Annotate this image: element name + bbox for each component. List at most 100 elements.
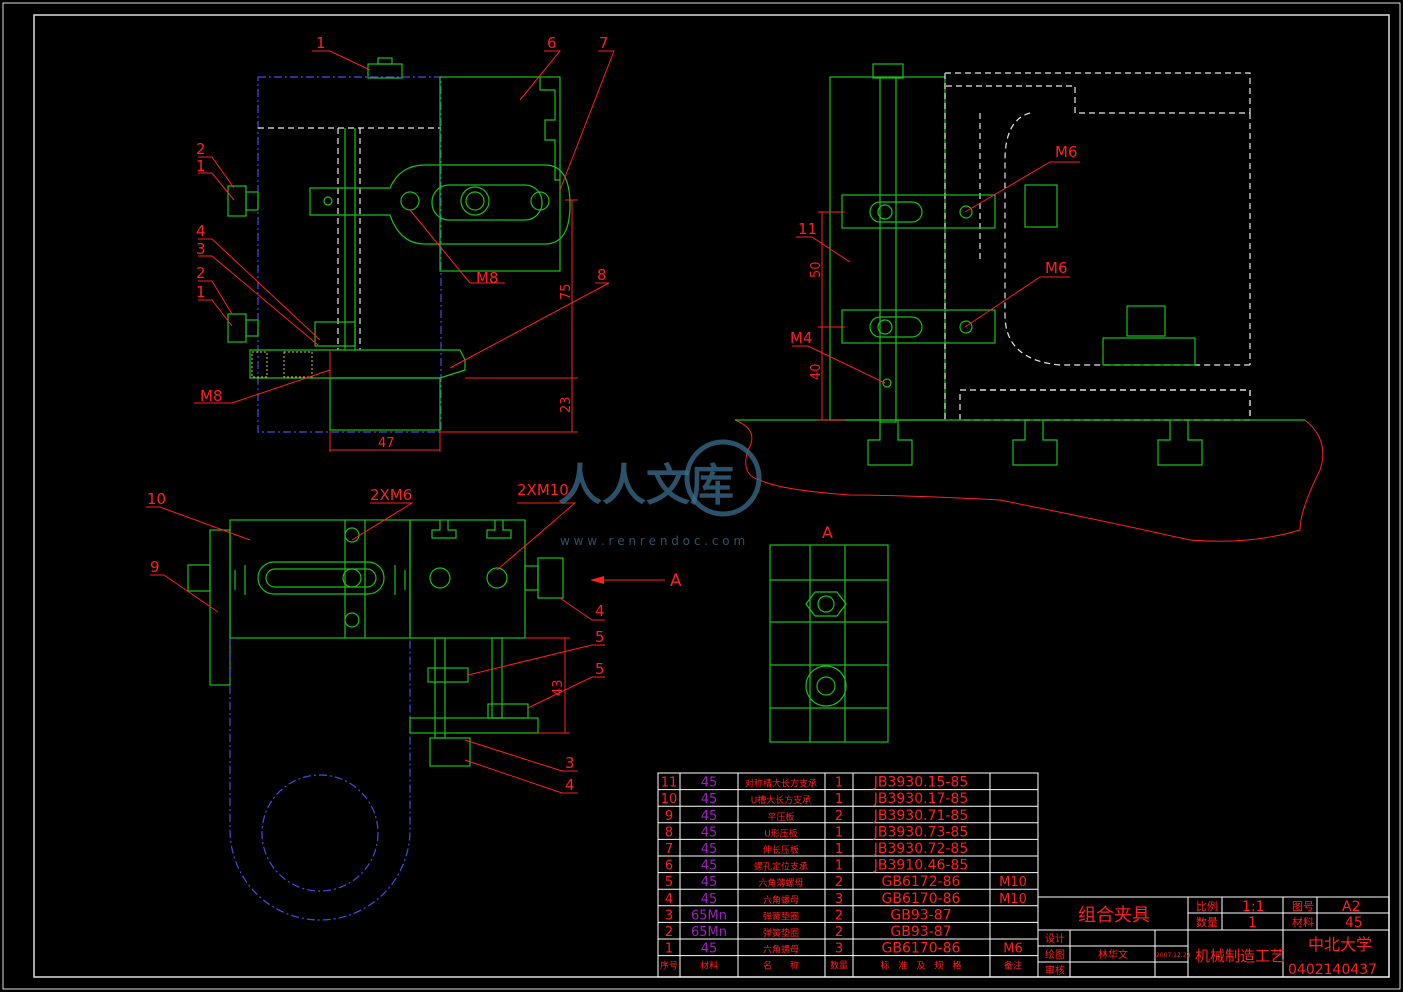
bom-cell-standard: JB3930.72-85	[873, 841, 969, 857]
bom-cell-qty: 1	[835, 792, 843, 807]
check-label: 审核	[1045, 964, 1065, 977]
bom-cell-no: 10	[661, 792, 678, 807]
bom-cell-material: 45	[701, 809, 718, 824]
support-11	[829, 76, 946, 421]
top-right-view	[734, 63, 1324, 542]
course-name: 机械制造工艺	[1195, 947, 1285, 965]
bom-cell-name: 平压板	[767, 811, 794, 823]
drawing-date: 2007.12.29	[1156, 952, 1191, 959]
bom-cell-standard: JB3930.71-85	[873, 808, 969, 824]
title-block: 组合夹具 比例 1:1 数量 1 图号 A2 材料 45 设计 绘图 审核 林华…	[1045, 899, 1377, 978]
label: 11	[798, 220, 817, 238]
label: 6	[547, 34, 557, 52]
bom-cell-qty: 3	[835, 942, 843, 957]
scale-value: 1:1	[1242, 899, 1265, 915]
bom-cell-name: 螺孔定位支承	[754, 861, 808, 873]
base-outline-blue	[257, 76, 442, 433]
top-right-labels: M6 M6 11 M4 50 40	[790, 143, 1078, 380]
label: 7	[599, 34, 609, 52]
bom-cell-qty: 2	[835, 875, 843, 890]
bom-cell-material: 45	[701, 942, 718, 957]
bom-cell-standard: GB6172-86	[882, 874, 961, 890]
top-left-view	[194, 50, 615, 452]
label: 5	[595, 628, 605, 646]
label: M6	[1045, 259, 1068, 277]
bom-header-qty: 数量	[830, 960, 848, 972]
bom-cell-name: 伸长压板	[763, 844, 799, 856]
bom-cell-standard: GB6170-86	[882, 941, 961, 957]
label: M4	[790, 329, 813, 347]
bom-cell-qty: 1	[835, 842, 843, 857]
bom-cell-no: 3	[665, 908, 673, 923]
dim: 50	[809, 261, 824, 278]
bom-cell-name: U槽大长方支承	[751, 794, 812, 806]
base-plate-break	[734, 419, 1324, 542]
bom-cell-material: 45	[701, 825, 718, 840]
label: 10	[147, 490, 166, 508]
designer-name: 林华文	[1098, 948, 1128, 961]
bottom-left-labels: 10 9 2XM6 2XM10 4 5 5 3 4 43 A	[147, 481, 682, 794]
bom-cell-no: 7	[665, 842, 673, 857]
label: 1	[316, 34, 326, 52]
dim: 40	[809, 363, 824, 380]
label: 8	[597, 266, 607, 284]
draw-label: 绘图	[1045, 948, 1065, 961]
label: 4	[196, 222, 206, 240]
bom-cell-material: 65Mn	[691, 925, 727, 940]
bom-cell-qty: 2	[835, 908, 843, 923]
label: M6	[1055, 143, 1078, 161]
bom-cell-qty: 1	[835, 776, 843, 791]
bom-cell-name: 六角薄螺母	[758, 877, 803, 889]
support-10	[229, 519, 411, 639]
bom-cell-note: M6	[1003, 942, 1023, 957]
bottom-left-view	[146, 502, 665, 921]
bom-cell-standard: JB3930.15-85	[873, 775, 969, 791]
label: 9	[150, 558, 160, 576]
label: 2	[196, 264, 206, 282]
bom-cell-material: 45	[701, 875, 718, 890]
bom-cell-qty: 3	[835, 892, 843, 907]
label: 2	[196, 140, 206, 158]
bom-cell-name: 六角螺母	[763, 894, 799, 906]
bom-cell-no: 9	[665, 809, 673, 824]
watermark-url: w w w . r e n r e n d o c . c o m	[560, 534, 745, 548]
bom-cell-standard: JB3930.17-85	[873, 791, 969, 807]
bom-header-no: 序号	[660, 960, 678, 972]
design-label: 设计	[1045, 932, 1065, 945]
view-a	[769, 544, 889, 743]
support-6	[439, 76, 561, 272]
qty-value: 1	[1248, 915, 1257, 931]
label: 4	[595, 602, 605, 620]
bom-cell-note: M10	[999, 892, 1027, 907]
bom-cell-no: 11	[661, 776, 678, 791]
view-a-title: A	[822, 523, 833, 542]
clamp-7	[309, 164, 571, 245]
bom-cell-standard: JB3910.46-85	[873, 858, 969, 874]
bom-cell-qty: 1	[835, 859, 843, 874]
bom-cell-standard: GB93-87	[890, 924, 951, 940]
bom-header-material: 材料	[700, 960, 718, 972]
dim: 47	[378, 436, 395, 451]
bom-cell-name: 弹簧垫圈	[763, 927, 799, 939]
bom-cell-material: 45	[701, 859, 718, 874]
bom-cell-standard: GB93-87	[890, 907, 951, 923]
bom-cell-material: 45	[701, 892, 718, 907]
bom-cell-note: M10	[999, 875, 1027, 890]
watermark-text: 人人文库	[558, 460, 734, 511]
bom-cell-qty: 1	[835, 825, 843, 840]
bom-cell-no: 5	[665, 875, 673, 890]
arrow-a-label: A	[670, 571, 682, 591]
qty-label: 数量	[1196, 916, 1218, 929]
bom-cell-qty: 2	[835, 809, 843, 824]
bom-cell-standard: JB3930.73-85	[873, 824, 969, 840]
bom-cell-name: 弹簧垫圈	[763, 910, 799, 922]
bom-cell-name: 六角螺母	[763, 944, 799, 956]
bom-cell-qty: 2	[835, 925, 843, 940]
bom-row-lines	[658, 789, 1038, 957]
lower-bracket	[229, 638, 411, 921]
label: 4	[565, 776, 575, 794]
clamp-8	[249, 349, 466, 379]
